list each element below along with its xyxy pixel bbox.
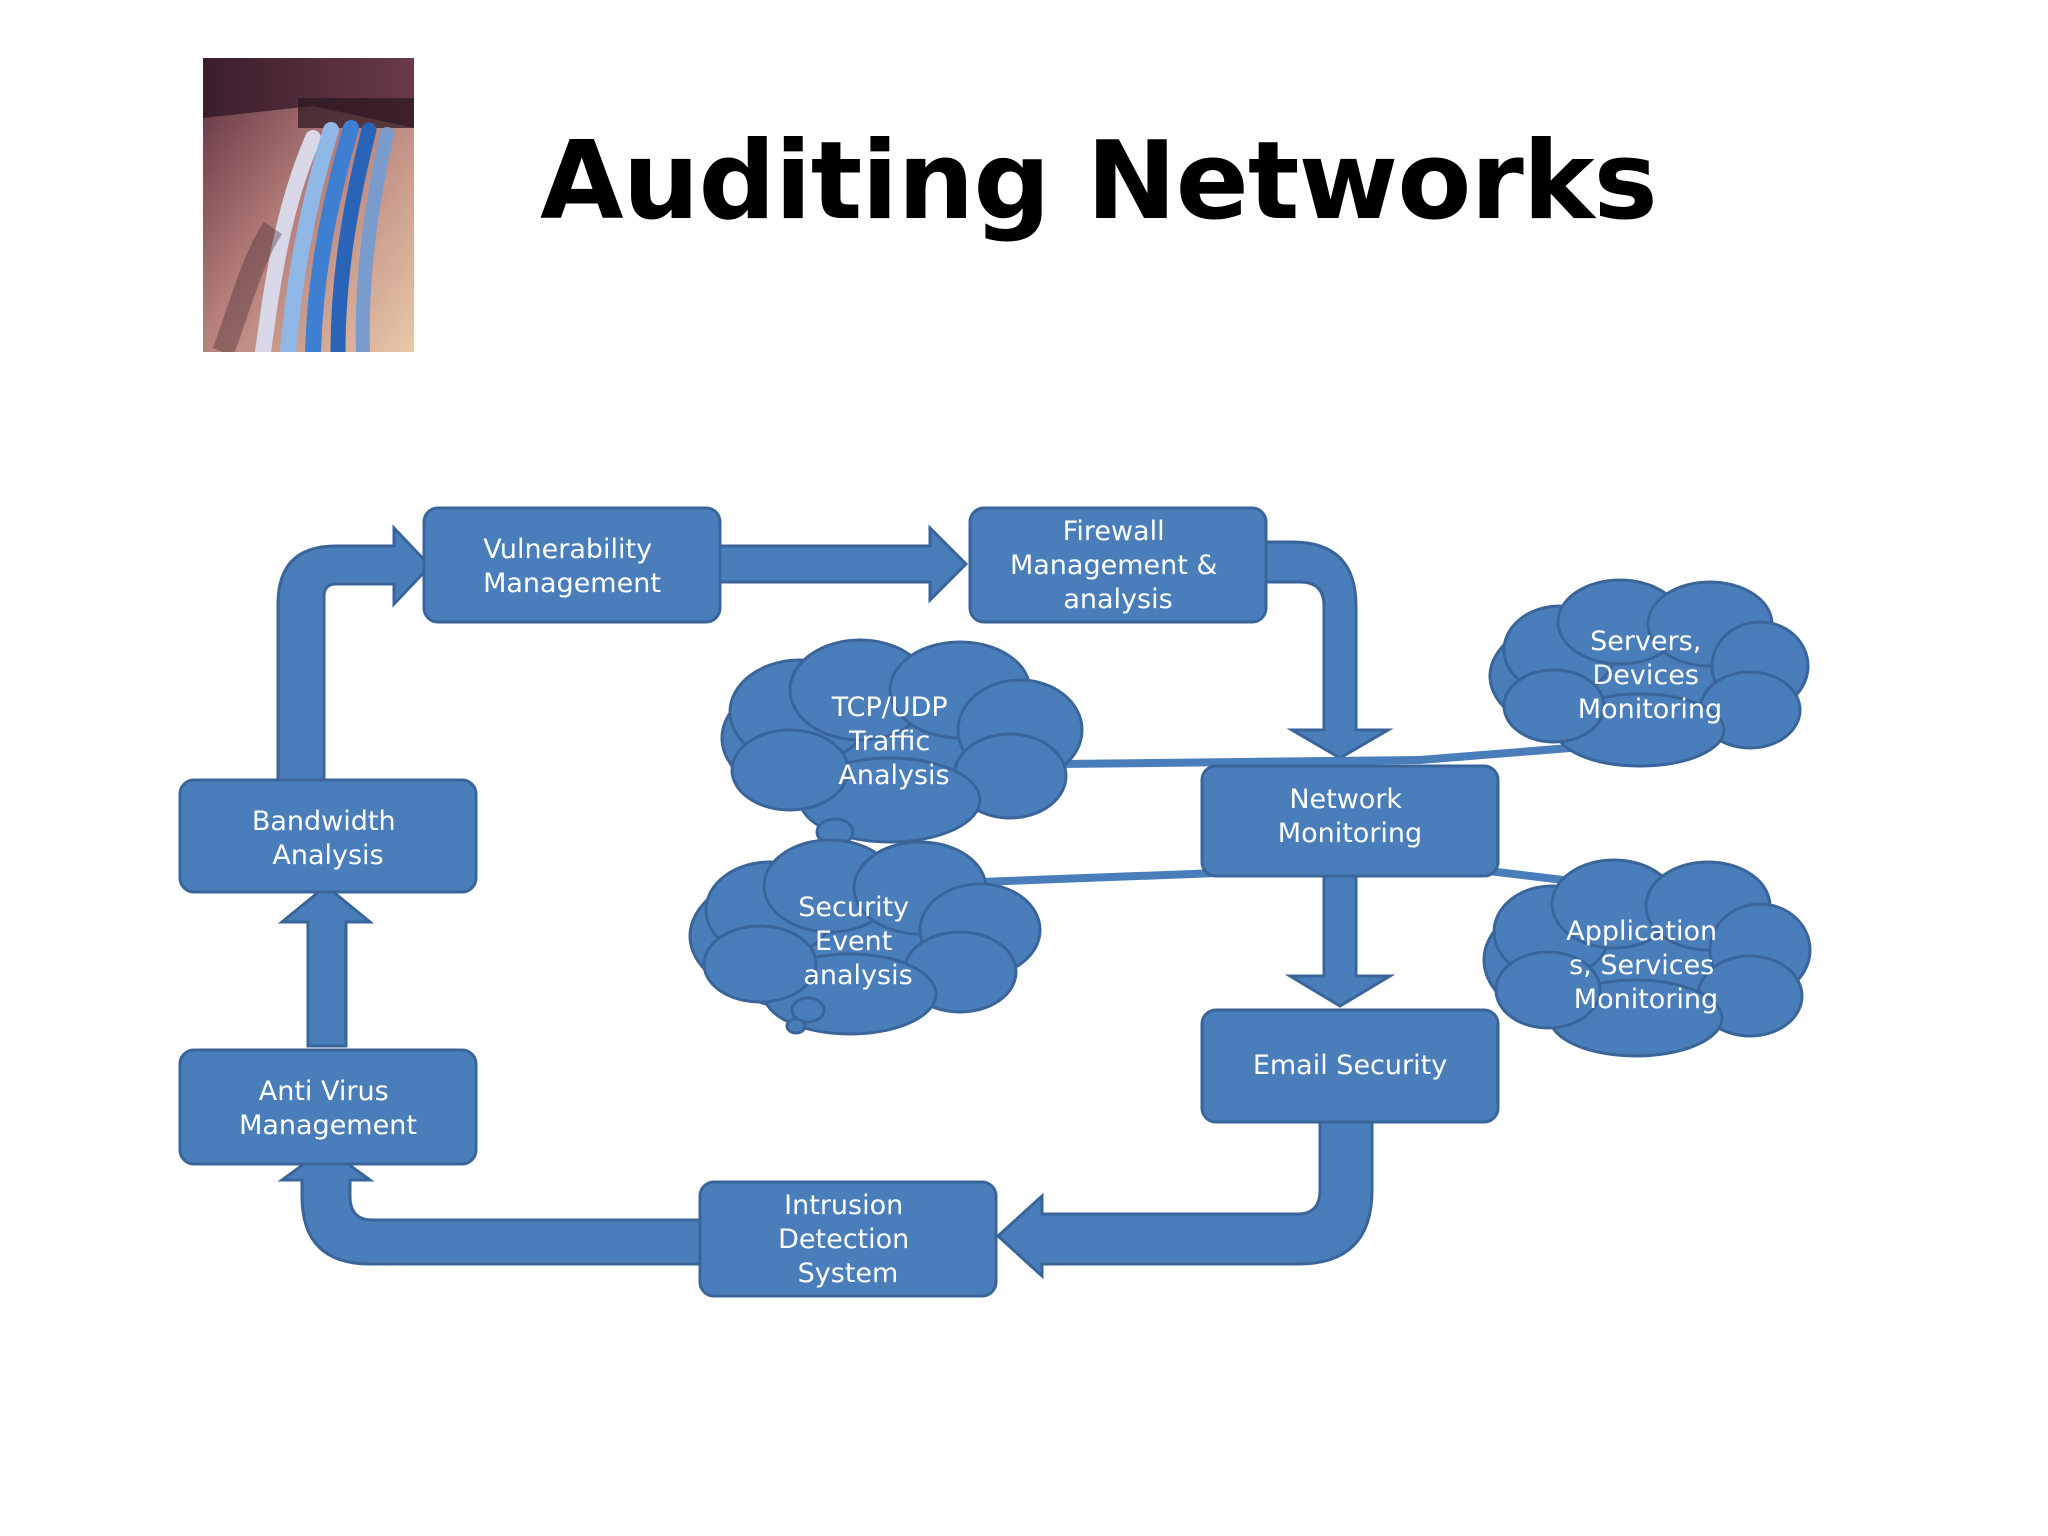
line-network-to-tcp — [1056, 756, 1424, 768]
label-network-monitoring: Network Monitoring — [1278, 784, 1422, 849]
label-bandwidth-analysis: Bandwidth Analysis — [252, 806, 404, 871]
box-firewall-management — [968, 506, 1268, 624]
box-anti-virus — [178, 1048, 478, 1166]
network-cables-illustration — [203, 58, 414, 352]
arrow-bandwidth-to-vulnerability — [276, 524, 433, 784]
box-network-monitoring — [1200, 764, 1500, 878]
box-vulnerability-management — [422, 506, 722, 624]
label-firewall: Firewall Management & analysis — [1010, 516, 1226, 615]
arrow-vulnerability-to-firewall — [716, 524, 969, 604]
cloud-applications-services — [1482, 858, 1812, 1058]
label-email-security: Email Security — [1253, 1050, 1447, 1081]
box-intrusion-detection — [698, 1180, 998, 1298]
box-email-security — [1200, 1008, 1500, 1124]
box-bandwidth-analysis — [178, 778, 478, 894]
arrow-intrusion-to-antivirus — [277, 1146, 702, 1266]
arrow-email-to-intrusion — [995, 1120, 1374, 1280]
label-servers-devices: Servers, Devices Monitoring — [1578, 626, 1722, 725]
cloud-tcp-udp — [720, 638, 1084, 860]
cloud-servers-devices — [1488, 578, 1810, 768]
arrow-antivirus-to-bandwidth — [277, 884, 375, 1048]
arrow-firewall-to-network — [1260, 540, 1394, 760]
label-tcp-udp: TCP/UDP Traffic Analysis — [831, 692, 957, 791]
label-applications-services: Application s, Services Monitoring — [1566, 916, 1725, 1015]
label-intrusion-detection: Intrusion Detection System — [778, 1190, 918, 1289]
label-anti-virus: Anti Virus Management — [239, 1076, 417, 1141]
network-cables-photo — [203, 58, 414, 352]
label-vulnerability: Vulnerability Management — [483, 534, 661, 599]
cloud-security-event — [688, 838, 1042, 1036]
slide-title: Auditing Networks — [540, 119, 1658, 244]
arrow-network-to-email — [1284, 870, 1396, 1008]
label-security-event: Security Event analysis — [798, 892, 917, 991]
